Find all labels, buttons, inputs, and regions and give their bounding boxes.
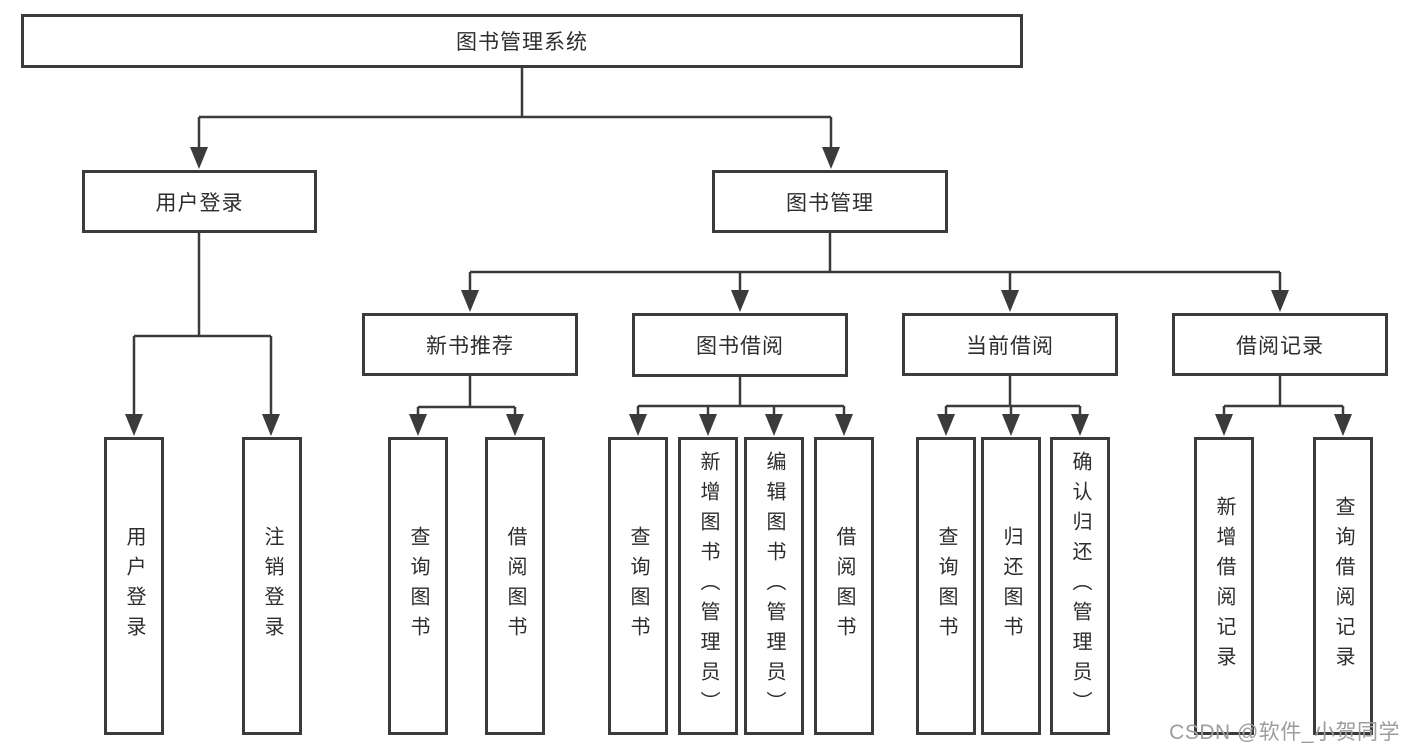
connector-borrowing-records (1215, 376, 1352, 436)
node-leaf-query-book-borrowing: 查询图书 (608, 437, 668, 735)
node-book-borrowing: 图书借阅 (632, 313, 848, 377)
node-leaf-add-book-admin: 新增图书（管理员） (678, 437, 738, 735)
node-book-management: 图书管理 (712, 170, 948, 233)
node-leaf-query-book-current: 查询图书 (916, 437, 976, 735)
node-system-root: 图书管理系统 (21, 14, 1023, 68)
connector-book-management (461, 233, 1289, 312)
node-new-book-recommend: 新书推荐 (362, 313, 578, 376)
connector-user-login (125, 233, 280, 436)
node-leaf-edit-book-admin: 编辑图书（管理员） (744, 437, 804, 735)
node-user-login: 用户登录 (82, 170, 317, 233)
node-leaf-borrow-book-recommend: 借阅图书 (485, 437, 545, 735)
node-current-borrowing: 当前借阅 (902, 313, 1118, 376)
node-leaf-return-book: 归还图书 (981, 437, 1041, 735)
connector-new-book-recommend (409, 376, 524, 436)
watermark-text: CSDN @软件_小贺同学 (1169, 721, 1400, 744)
connector-current-borrowing (937, 376, 1089, 436)
node-leaf-borrow-book-borrowing: 借阅图书 (814, 437, 874, 735)
node-leaf-user-login: 用户登录 (104, 437, 164, 735)
connector-root (190, 68, 840, 169)
node-leaf-add-borrow-record: 新增借阅记录 (1194, 437, 1254, 735)
node-borrowing-records: 借阅记录 (1172, 313, 1388, 376)
node-leaf-confirm-return-admin: 确认归还（管理员） (1050, 437, 1110, 735)
connector-book-borrowing (629, 377, 853, 436)
node-leaf-query-borrow-record: 查询借阅记录 (1313, 437, 1373, 735)
node-leaf-logout: 注销登录 (242, 437, 302, 735)
node-leaf-query-book-recommend: 查询图书 (388, 437, 448, 735)
